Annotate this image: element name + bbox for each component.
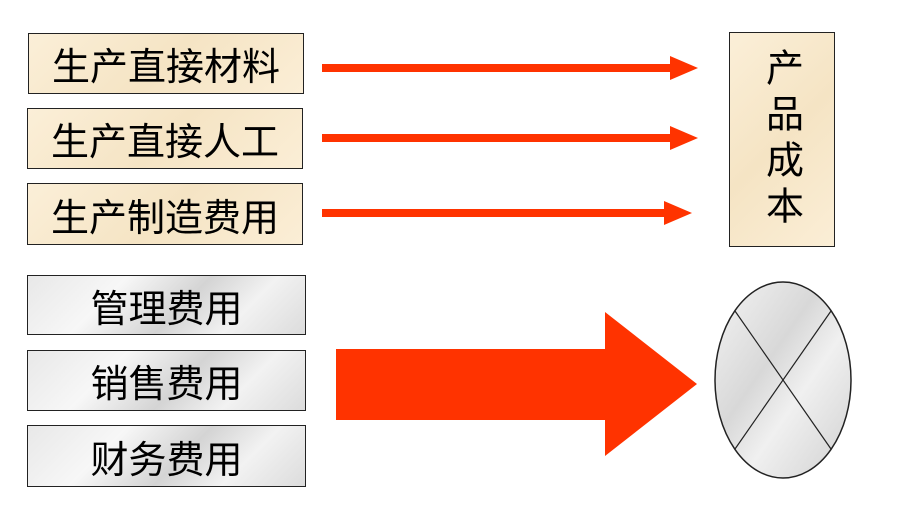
arrow-head bbox=[670, 126, 698, 150]
label: 产品成本 bbox=[759, 47, 804, 232]
arrow-head bbox=[664, 201, 692, 225]
label: 财务费用 bbox=[90, 437, 243, 482]
label: 销售费用 bbox=[90, 362, 243, 406]
arrow-overhead bbox=[322, 209, 666, 217]
period-cost-admin: 管理费用 bbox=[27, 275, 306, 335]
label: 生产制造费用 bbox=[50, 195, 279, 240]
input-box-materials: 生产直接材料 bbox=[28, 33, 304, 94]
period-cost-finance: 财务费用 bbox=[27, 425, 306, 487]
label: 生产直接人工 bbox=[50, 120, 279, 164]
crossed-out-ellipse bbox=[714, 281, 852, 479]
label: 管理费用 bbox=[90, 286, 243, 331]
input-box-labor: 生产直接人工 bbox=[27, 108, 303, 169]
input-box-overhead: 生产制造费用 bbox=[27, 183, 303, 245]
product-cost-box: 产品成本 bbox=[729, 32, 835, 247]
big-arrow bbox=[336, 312, 697, 456]
label: 生产直接材料 bbox=[51, 45, 280, 89]
arrow-head bbox=[670, 56, 698, 80]
arrow-labor bbox=[322, 134, 672, 142]
arrow-materials bbox=[322, 64, 672, 72]
period-cost-selling: 销售费用 bbox=[27, 350, 306, 411]
